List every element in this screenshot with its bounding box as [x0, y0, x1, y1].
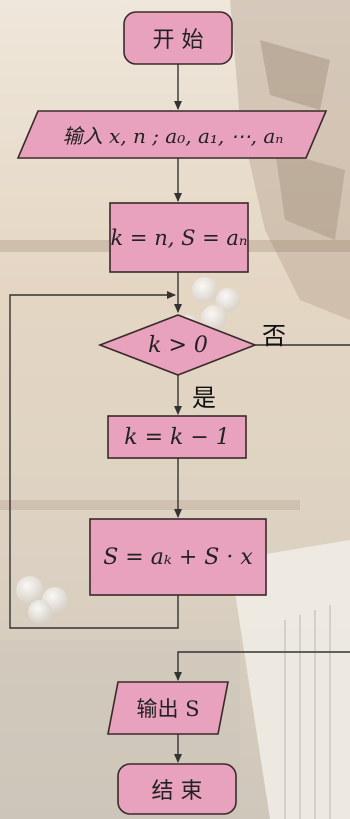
connectors: [9, 64, 350, 763]
output-parallelogram: [107, 681, 229, 735]
decrement-label: k = k − 1: [124, 424, 230, 450]
no-branch-label: 否: [262, 322, 286, 350]
yes-branch-label: 是: [192, 384, 216, 412]
init-label: k = n, S = aₙ: [110, 225, 248, 250]
decrement-process-box: [107, 415, 247, 459]
update-process-box: [89, 518, 267, 596]
no-branch-return-line: [174, 651, 350, 681]
start-terminal: [123, 11, 233, 65]
input-label: 输入 x, n ; a₀, a₁, ⋯, aₙ: [62, 124, 284, 148]
end-label: 结 束: [151, 779, 203, 804]
loop-back-line: [9, 291, 179, 629]
start-label: 开 始: [152, 28, 204, 53]
output-label: 输出 S: [136, 697, 200, 721]
init-process-box: [109, 202, 249, 273]
end-terminal: [117, 763, 237, 815]
input-parallelogram: [16, 110, 328, 159]
update-label: S = aₖ + S · x: [103, 544, 253, 570]
condition-diamond: [97, 314, 258, 376]
condition-label: k > 0: [148, 332, 208, 358]
